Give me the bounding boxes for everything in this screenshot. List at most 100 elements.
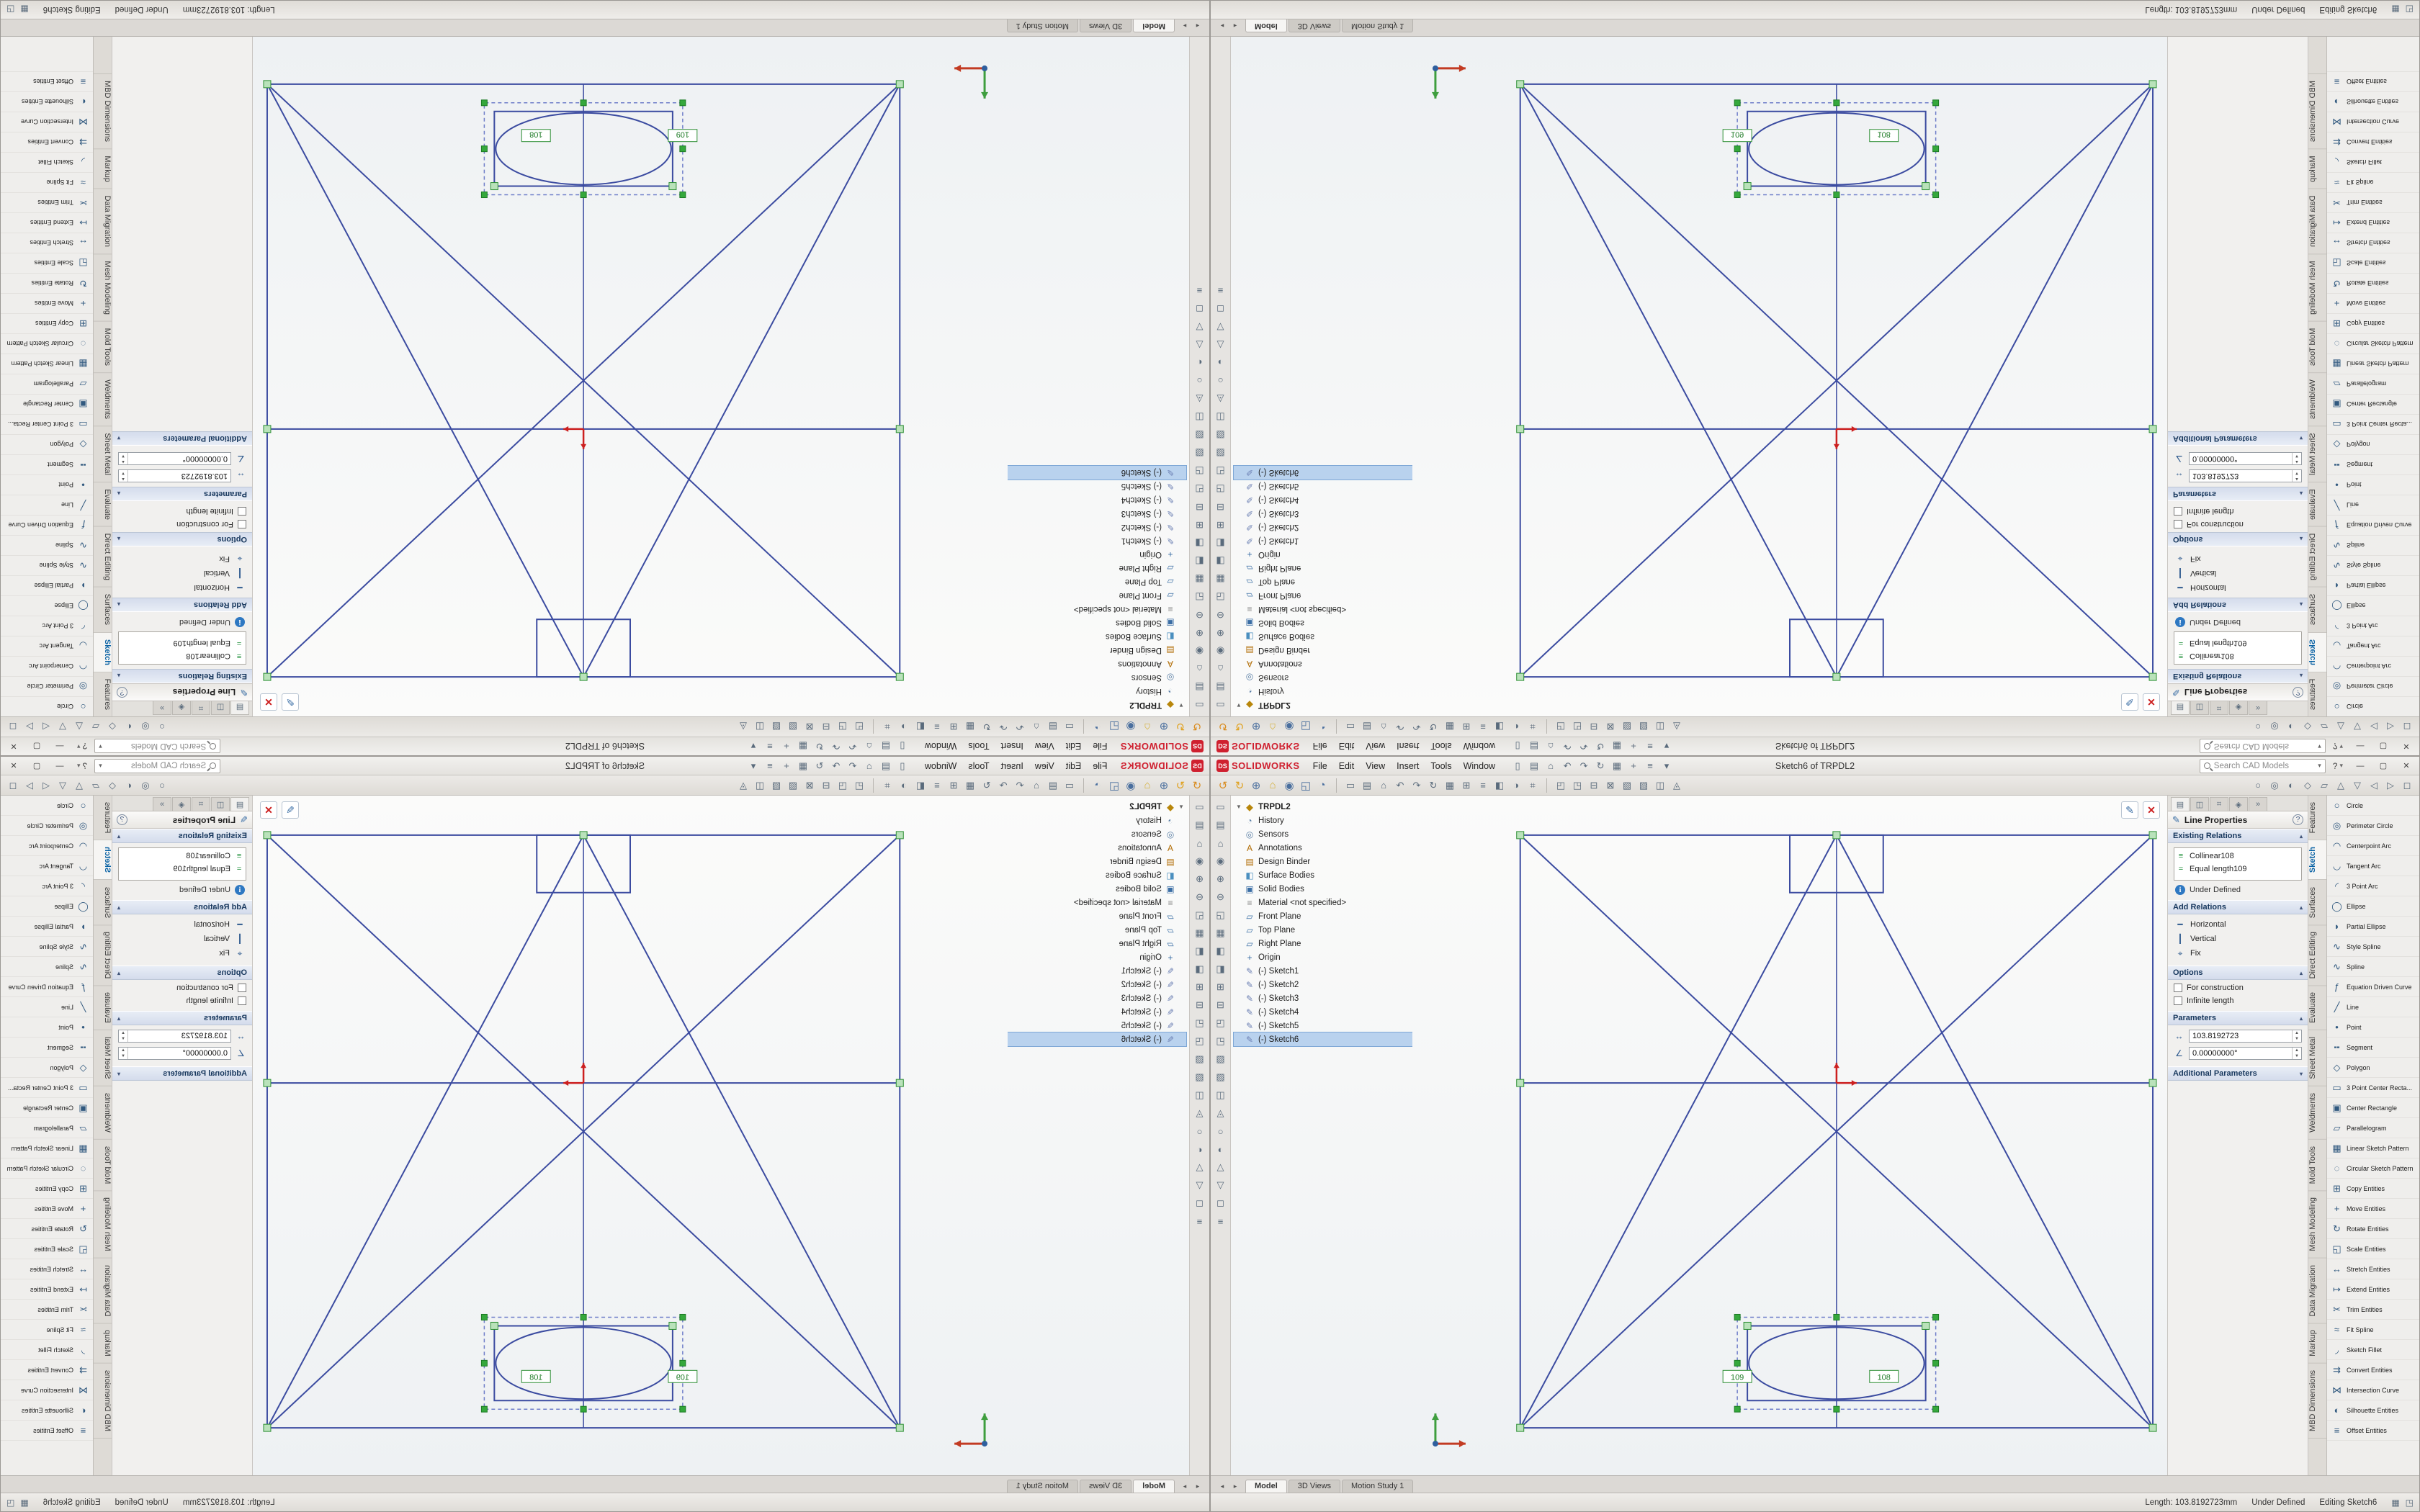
relation-equal-length109[interactable]: =Equal length109 — [2176, 863, 2300, 876]
toolbar-icon-g2-2[interactable]: ⊟ — [822, 721, 830, 733]
toolbar-icon-g1-0[interactable]: ▭ — [1345, 779, 1355, 791]
tool-3-point-arc[interactable]: ◜3 Point Arc — [1, 616, 93, 636]
quick-access-icon-0[interactable]: ▯ — [900, 741, 905, 752]
add-relation-fix[interactable]: ⌖Fix — [2172, 946, 2303, 960]
left-toolbar-icon-5[interactable]: ⊖ — [1196, 891, 1204, 902]
toolbar-icon-g1-2[interactable]: ⌂ — [1381, 780, 1386, 791]
spinner-down-icon[interactable]: ▼ — [2295, 454, 2299, 458]
tree-item-sketch5[interactable]: ✎(-) Sketch5 — [1234, 480, 1412, 493]
tree-item-right-plane[interactable]: ▱Right Plane — [1234, 562, 1412, 575]
status-icon-1[interactable]: ◳ — [6, 1497, 15, 1508]
doc-tab-3d-views[interactable]: 3D Views — [1079, 1480, 1132, 1493]
additional-parameters-header[interactable]: Additional Parameters ▾ — [112, 1066, 252, 1081]
toolbar-icon-g1-3[interactable]: ↶ — [1016, 721, 1024, 733]
toolbar-icon-g3-3[interactable]: ◇ — [2304, 721, 2311, 733]
tool-linear-sketch-pattern[interactable]: ▦Linear Sketch Pattern — [2327, 1138, 2419, 1158]
quick-access-icon-7[interactable]: + — [1631, 760, 1636, 771]
tab-scroll-right-icon[interactable]: ▸ — [1233, 22, 1237, 30]
toolbar-icon-g3-4[interactable]: ▱ — [2321, 779, 2328, 791]
left-toolbar-icon-22[interactable]: ◻ — [1216, 1197, 1224, 1208]
tool-ellipse[interactable]: ◯Ellipse — [1, 595, 93, 616]
tool-perimeter-circle[interactable]: ◎Perimeter Circle — [2327, 676, 2419, 696]
quick-access-icon-6[interactable]: ▦ — [1612, 741, 1622, 752]
left-toolbar-icon-10[interactable]: ⊞ — [1196, 520, 1204, 531]
pm-tab-1[interactable]: ◫ — [2190, 797, 2209, 811]
tool-3-point-center-recta[interactable]: ▭3 Point Center Recta... — [2327, 414, 2419, 434]
toolbar-icon-g1-6[interactable]: ▦ — [965, 779, 975, 791]
expand-arrow-icon[interactable]: ▼ — [1236, 804, 1242, 810]
doc-tab-model[interactable]: Model — [1245, 19, 1287, 32]
search-input[interactable]: Search CAD Models ▾ — [2199, 758, 2326, 773]
toolbar-icon-g2-4[interactable]: ▧ — [1622, 779, 1632, 791]
tool-style-spline[interactable]: ∿Style Spline — [1, 555, 93, 575]
tool-centerpoint-arc[interactable]: ◠Centerpoint Arc — [2327, 656, 2419, 676]
view-nav-icon-4[interactable]: ◉ — [1126, 720, 1136, 733]
toolbar-icon-g2-4[interactable]: ▧ — [788, 721, 798, 733]
search-dropdown-caret[interactable]: ▾ — [2318, 762, 2321, 769]
menu-edit[interactable]: Edit — [1338, 760, 1355, 771]
left-toolbar-icon-2[interactable]: ⌂ — [1217, 663, 1224, 675]
view-nav-icon-6[interactable]: ◔ — [1319, 721, 1326, 733]
tool-offset-entities[interactable]: ≡Offset Entities — [1, 1421, 93, 1441]
left-toolbar-icon-8[interactable]: ◧ — [1216, 945, 1225, 956]
menu-view[interactable]: View — [1034, 760, 1054, 771]
toolbar-icon-g3-4[interactable]: ▱ — [92, 721, 99, 733]
tool-rotate-entities[interactable]: ↻Rotate Entities — [2327, 273, 2419, 293]
tool-trim-entities[interactable]: ✂Trim Entities — [2327, 192, 2419, 212]
quick-access-icon-7[interactable]: + — [784, 760, 789, 771]
toolbar-icon-g1-2[interactable]: ⌂ — [1381, 721, 1386, 732]
spinner-up-icon[interactable]: ▲ — [121, 477, 125, 481]
spinner-up-icon[interactable]: ▲ — [2295, 1048, 2299, 1053]
left-toolbar-icon-12[interactable]: ◰ — [1216, 484, 1225, 495]
command-tab-features[interactable]: Features — [2308, 796, 2326, 841]
left-toolbar-icon-21[interactable]: ▽ — [1196, 1179, 1204, 1190]
left-toolbar-icon-1[interactable]: ▤ — [1195, 682, 1204, 693]
toolbar-icon-g2-5[interactable]: ▨ — [1639, 721, 1649, 733]
tool-ellipse[interactable]: ◯Ellipse — [2327, 896, 2419, 917]
toolbar-icon-g1-0[interactable]: ▭ — [1345, 721, 1355, 733]
left-toolbar-icon-7[interactable]: ▦ — [1216, 927, 1225, 938]
tab-scroll-left-icon[interactable]: ◂ — [1220, 1482, 1224, 1490]
spinner-down-icon[interactable]: ▼ — [2295, 1054, 2299, 1058]
view-nav-icon-3[interactable]: ⌂ — [1269, 721, 1276, 733]
tool-style-spline[interactable]: ∿Style Spline — [1, 937, 93, 957]
left-toolbar-icon-11[interactable]: ⊟ — [1196, 999, 1204, 1010]
selection-box[interactable] — [1734, 1313, 1940, 1413]
tool-segment[interactable]: ╍Segment — [2327, 454, 2419, 474]
view-nav-icon-6[interactable]: ◔ — [1094, 721, 1101, 733]
minimize-button[interactable]: — — [2356, 742, 2365, 751]
toolbar-icon-g1-0[interactable]: ▭ — [1065, 721, 1075, 733]
tree-item-sketch2[interactable]: ✎(-) Sketch2 — [1234, 521, 1412, 534]
left-toolbar-icon-23[interactable]: ≡ — [1217, 285, 1224, 297]
tool-line[interactable]: ╱Line — [1, 495, 93, 515]
toolbar-icon-g3-9[interactable]: ◻ — [9, 721, 17, 733]
relation-collinear108[interactable]: ≡Collinear108 — [2176, 649, 2300, 662]
command-tab-mold-tools[interactable]: Mold Tools — [94, 1139, 112, 1192]
left-toolbar-icon-23[interactable]: ≡ — [1196, 285, 1203, 297]
left-toolbar-icon-16[interactable]: ◫ — [1195, 412, 1204, 423]
tool-segment[interactable]: ╍Segment — [1, 454, 93, 474]
for-construction-checkbox[interactable] — [238, 520, 246, 528]
parameters-header[interactable]: Parameters ▴ — [112, 487, 252, 501]
left-toolbar-icon-4[interactable]: ⊕ — [1216, 628, 1224, 639]
tool-rotate-entities[interactable]: ↻Rotate Entities — [2327, 1219, 2419, 1239]
menu-window[interactable]: Window — [1463, 760, 1496, 771]
menu-window[interactable]: Window — [924, 760, 957, 771]
menu-file[interactable]: File — [1093, 741, 1108, 752]
existing-relations-list[interactable]: ≡Collinear108=Equal length109 — [118, 631, 246, 665]
tool-silhouette-entities[interactable]: ◐Silhouette Entities — [2327, 1400, 2419, 1421]
toolbar-icon-g2-2[interactable]: ⊟ — [822, 779, 830, 791]
toolbar-icon-g3-0[interactable]: ○ — [159, 780, 165, 791]
left-toolbar-icon-17[interactable]: ◬ — [1196, 1107, 1204, 1118]
left-toolbar-icon-21[interactable]: ▽ — [1216, 1179, 1224, 1190]
left-toolbar-icon-4[interactable]: ⊕ — [1196, 873, 1204, 884]
command-tab-sheet-metal[interactable]: Sheet Metal — [94, 1030, 112, 1086]
relation-collinear108[interactable]: ≡Collinear108 — [120, 649, 244, 662]
parameter-field-1[interactable]: 0.00000000°▲▼ — [118, 452, 231, 465]
toolbar-icon-g3-5[interactable]: △ — [76, 721, 83, 733]
tool-partial-ellipse[interactable]: ◗Partial Ellipse — [1, 917, 93, 937]
tree-item-sketch5[interactable]: ✎(-) Sketch5 — [1234, 1019, 1412, 1032]
expand-arrow-icon[interactable]: ▼ — [1178, 804, 1184, 810]
tree-item-right-plane[interactable]: ▱Right Plane — [1234, 937, 1412, 950]
options-header[interactable]: Options ▴ — [112, 966, 252, 980]
